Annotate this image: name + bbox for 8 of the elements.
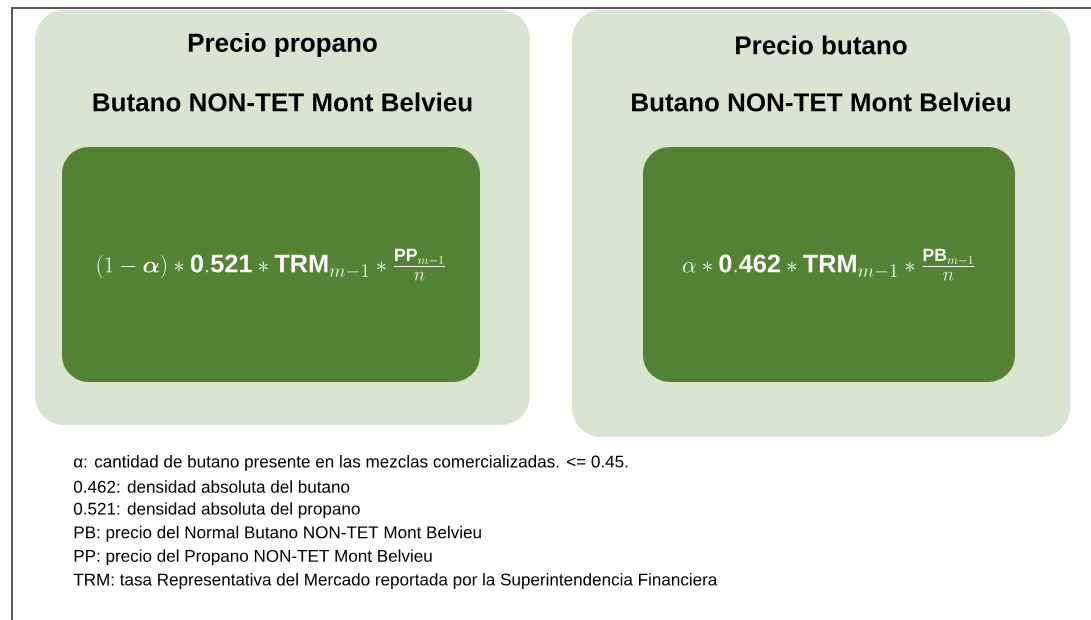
note-text: 0.521: densidad absoluta del propano: [73, 502, 360, 519]
note-text: PP: precio del Propano NON-TET Mont Belvieu: [74, 549, 432, 566]
note-text: PB: precio del Normal Butano NON-TET Mont Belvieu: [74, 525, 481, 542]
note-text: TRM: tasa Representativa del Mercado reportada por la Superintendencia Financiera: [73, 573, 718, 589]
note-text: 0.462: densidad absoluta del butano: [73, 480, 350, 493]
formula-box: $\alpha*\mathbf{0.462*TRM}_{m-1}*\frac{\mathbf{PB}_{m-1}}{n}$: [643, 147, 1015, 382]
note-text: α: cantidad de butano presente en las mezclas comercializadas. <= 0.45.: [74, 455, 628, 471]
formula-box: $(1-\boldsymbol{\alpha})*\mathbf{0.521*TRM}_{m-1}*\frac{\mathbf{PP}_{m-1}}{n}$: [62, 147, 480, 382]
